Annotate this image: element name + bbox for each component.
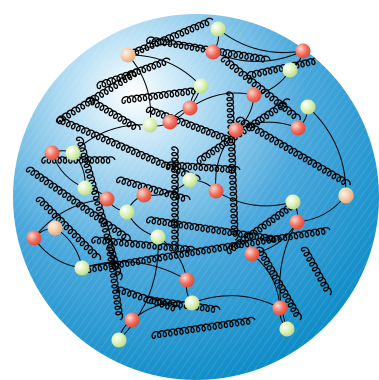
green-quark — [142, 117, 158, 133]
gluon-spring — [151, 316, 256, 340]
gluon-springs — [25, 17, 351, 340]
quark-link — [81, 261, 188, 281]
peach-quark — [338, 188, 354, 204]
quarks — [26, 21, 354, 348]
gluon-spring — [116, 286, 181, 312]
green-quark — [111, 332, 127, 348]
red-quark — [179, 272, 195, 288]
gluon-spring — [196, 98, 291, 165]
red-quark — [182, 100, 198, 116]
red-quark — [205, 44, 221, 60]
green-quark — [210, 21, 226, 37]
green-quark — [279, 321, 295, 337]
red-quark — [44, 145, 60, 161]
red-quark — [295, 43, 311, 59]
gluon-spring — [235, 116, 351, 186]
quark-link — [191, 295, 281, 309]
quark-link — [72, 124, 151, 154]
red-quark — [272, 300, 288, 316]
quark-link — [33, 198, 108, 239]
gluon-spring — [85, 96, 141, 131]
red-quark — [244, 246, 260, 262]
green-quark — [65, 145, 81, 161]
red-quark — [246, 87, 262, 103]
quark-link — [217, 28, 304, 54]
green-quark — [74, 260, 90, 276]
gluon-spring — [220, 56, 301, 121]
red-quark — [290, 120, 306, 136]
gluon-spring — [255, 246, 302, 321]
green-quark — [285, 194, 301, 210]
red-quark — [208, 183, 224, 199]
gluon-spring — [121, 86, 201, 105]
red-quark — [289, 214, 305, 230]
gluon-spring — [96, 57, 171, 90]
gluon-spring — [145, 106, 231, 142]
red-quark — [136, 187, 152, 203]
gluon-spring — [35, 196, 102, 261]
green-quark — [150, 229, 166, 245]
green-quark — [77, 180, 93, 196]
green-quark — [182, 172, 198, 188]
quark-link — [118, 236, 159, 341]
red-quark — [162, 114, 178, 130]
gluon-spring — [246, 57, 321, 80]
peach-quark — [47, 220, 63, 236]
gluon-spring — [166, 161, 241, 174]
gluon-spring — [56, 68, 141, 125]
gluon-spring — [226, 198, 301, 255]
gluon-spring — [91, 236, 196, 254]
gluon-spring — [146, 296, 221, 313]
gluon-spring — [81, 226, 331, 275]
quark-link — [215, 190, 294, 207]
red-quark — [228, 122, 244, 138]
green-quark — [193, 78, 209, 94]
quark-link — [307, 106, 347, 196]
green-quark — [184, 295, 200, 311]
green-quark — [282, 62, 298, 78]
red-quark — [124, 312, 140, 328]
red-quark — [26, 230, 42, 246]
peach-quark — [120, 47, 136, 63]
red-quark — [99, 191, 115, 207]
green-quark — [119, 204, 135, 220]
gluon-spring — [146, 216, 281, 243]
gluon-spring — [105, 246, 124, 321]
quark-link — [127, 54, 202, 87]
green-quark — [300, 99, 316, 115]
gluon-spring — [300, 246, 332, 296]
